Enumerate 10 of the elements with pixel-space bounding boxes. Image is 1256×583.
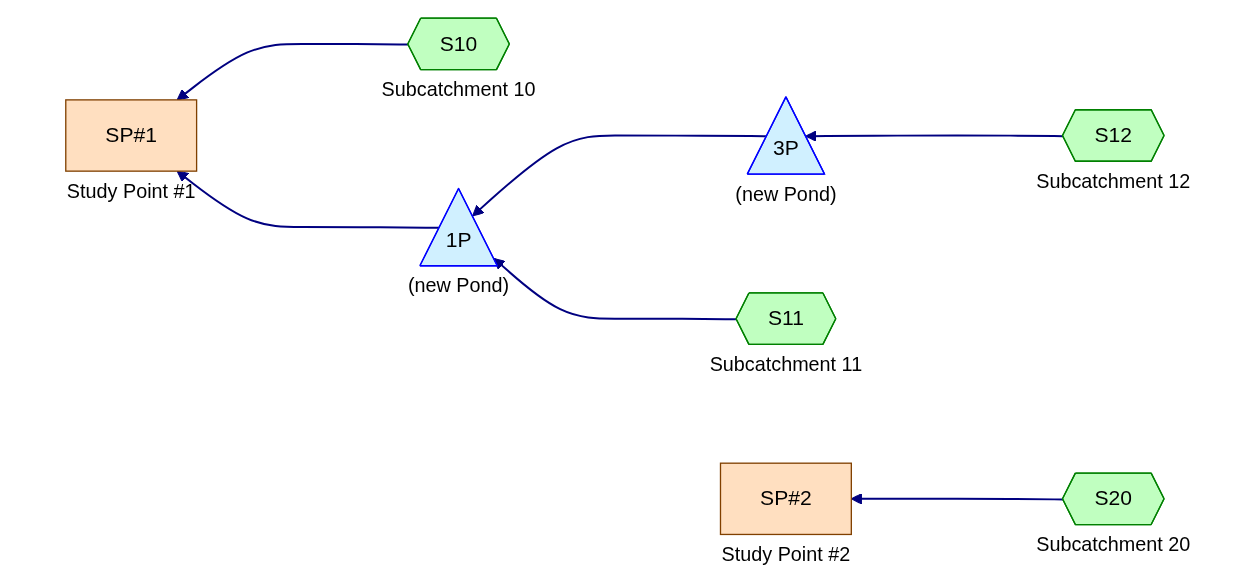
node-caption: Subcatchment 12 xyxy=(1036,169,1191,192)
node-box: SP#1 xyxy=(65,99,198,172)
node-caption: Study Point #1 xyxy=(66,179,196,202)
node-caption: Subcatchment 11 xyxy=(709,352,863,375)
node-caption: Study Point #2 xyxy=(721,542,851,565)
node-caption: Subcatchment 20 xyxy=(1036,532,1191,555)
node-caption: (new Pond) xyxy=(735,182,837,205)
node-caption: (new Pond) xyxy=(407,274,510,297)
node-caption: Subcatchment 10 xyxy=(381,78,536,101)
node-box: SP#2 xyxy=(719,462,852,536)
